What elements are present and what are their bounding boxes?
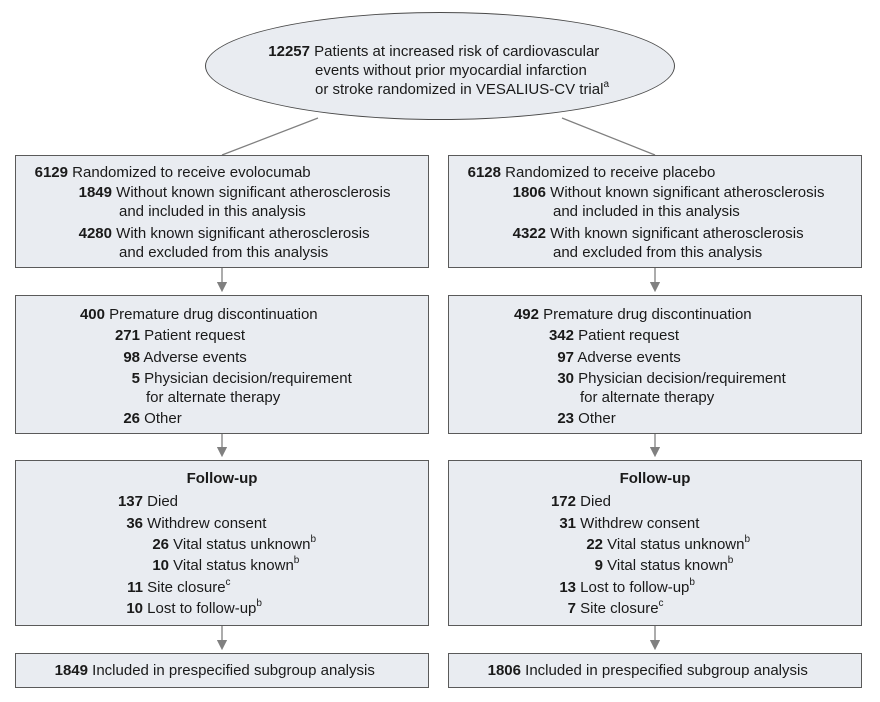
- right-withdrew-count: 31: [559, 515, 576, 532]
- right-lost-footnote: b: [689, 577, 695, 588]
- right-randomization-box: [448, 155, 862, 268]
- left-vital-known-footnote: b: [293, 555, 300, 566]
- right-disc-r4-label: Other: [578, 410, 616, 427]
- right-included-line-2: and included in this analysis: [553, 203, 740, 220]
- right-random-label: Randomized to receive placebo: [505, 164, 716, 181]
- right-lost-label: Lost to follow-up: [580, 579, 690, 596]
- left-died-count: 137: [117, 493, 143, 510]
- right-followup-title: Follow-up: [619, 470, 691, 487]
- right-disc-r3-line-2: for alternate therapy: [580, 389, 715, 406]
- right-died-count: 172: [550, 493, 576, 510]
- left-vital-unknown-footnote: b: [310, 534, 317, 545]
- right-withdrew-label: Withdrew consent: [580, 515, 700, 532]
- left-disc-r3-count: 5: [131, 370, 140, 387]
- right-site-closure-label: Site closure: [580, 600, 659, 617]
- left-lost-label: Lost to follow-up: [147, 600, 257, 617]
- right-site-closure-count: 7: [567, 600, 576, 617]
- enrollment-line-3: or stroke randomized in VESALIUS-CV tria…: [315, 81, 604, 98]
- enrollment-count: 12257: [268, 43, 310, 60]
- right-disc-count: 492: [513, 306, 539, 323]
- left-random-label: Randomized to receive evolocumab: [72, 164, 311, 181]
- enrollment-text: 12257 Patients at increased risk of card…: [258, 42, 658, 99]
- right-vital-unknown-label: Vital status unknown: [607, 536, 745, 553]
- left-site-closure-footnote: c: [225, 577, 231, 588]
- left-final-box: [15, 653, 429, 688]
- right-followup-box: [448, 460, 862, 626]
- left-site-closure-count: 11: [127, 579, 143, 596]
- left-discontinuation-box: [15, 295, 429, 434]
- right-vital-known-footnote: b: [727, 555, 734, 566]
- left-included-line-2: and included in this analysis: [119, 203, 306, 220]
- left-excluded-line-1: With known significant atherosclerosis: [116, 225, 370, 242]
- enrollment-line-1: Patients at increased risk of cardiovasc…: [314, 43, 600, 60]
- left-disc-r2-label: Adverse events: [143, 349, 247, 366]
- right-disc-r1-label: Patient request: [578, 327, 680, 344]
- left-vital-known-label: Vital status known: [173, 557, 294, 574]
- left-disc-r4-label: Other: [144, 410, 182, 427]
- right-discontinuation-box: [448, 295, 862, 434]
- right-vital-unknown-count: 22: [586, 536, 603, 553]
- left-disc-r2-count: 98: [123, 349, 140, 366]
- right-disc-r3-line-1: Physician decision/requirement: [578, 370, 786, 387]
- right-disc-r3-count: 30: [557, 370, 574, 387]
- right-vital-known-label: Vital status known: [607, 557, 728, 574]
- right-included-line-1: Without known significant atherosclerosi…: [550, 184, 825, 201]
- left-site-closure-label: Site closure: [147, 579, 226, 596]
- right-vital-unknown-footnote: b: [744, 534, 751, 545]
- left-lost-footnote: b: [256, 598, 262, 609]
- right-final-box: [448, 653, 862, 688]
- left-included-line-1: Without known significant atherosclerosi…: [116, 184, 391, 201]
- left-disc-r4-count: 26: [123, 410, 140, 427]
- left-final-count: 1849: [54, 662, 88, 679]
- left-disc-count: 400: [79, 306, 105, 323]
- right-included-count: 1806: [512, 184, 546, 201]
- connector-top-right: [561, 117, 656, 156]
- left-withdrew-label: Withdrew consent: [147, 515, 267, 532]
- right-random-count: 6128: [467, 164, 501, 181]
- left-lost-count: 10: [126, 600, 143, 617]
- right-disc-r4-count: 23: [557, 410, 574, 427]
- enrollment-oval: [205, 12, 675, 120]
- right-final-label: Included in prespecified subgroup analys…: [525, 662, 808, 679]
- right-vital-known-count: 9: [594, 557, 603, 574]
- right-disc-r1-count: 342: [548, 327, 574, 344]
- left-died-label: Died: [147, 493, 179, 510]
- right-disc-r2-count: 97: [557, 349, 574, 366]
- enrollment-line-2: events without prior myocardial infarcti…: [315, 62, 587, 79]
- left-disc-r3-line-1: Physician decision/requirement: [144, 370, 352, 387]
- left-disc-r1-count: 271: [114, 327, 140, 344]
- right-disc-label: Premature drug discontinuation: [543, 306, 752, 323]
- left-vital-unknown-count: 26: [152, 536, 169, 553]
- right-died-label: Died: [580, 493, 612, 510]
- footnote-a: a: [603, 79, 610, 90]
- left-disc-r1-label: Patient request: [144, 327, 246, 344]
- left-random-count: 6129: [34, 164, 68, 181]
- left-vital-known-count: 10: [152, 557, 169, 574]
- connector-top-left: [221, 117, 319, 156]
- right-final-count: 1806: [487, 662, 521, 679]
- right-site-closure-footnote: c: [658, 598, 664, 609]
- right-excluded-line-2: and excluded from this analysis: [553, 244, 763, 261]
- right-excluded-count: 4322: [512, 225, 546, 242]
- left-final-label: Included in prespecified subgroup analys…: [92, 662, 375, 679]
- left-vital-unknown-label: Vital status unknown: [173, 536, 311, 553]
- right-disc-r2-label: Adverse events: [577, 349, 681, 366]
- left-followup-title: Follow-up: [186, 470, 258, 487]
- left-withdrew-count: 36: [126, 515, 143, 532]
- left-included-count: 1849: [78, 184, 112, 201]
- left-disc-label: Premature drug discontinuation: [109, 306, 318, 323]
- left-excluded-count: 4280: [78, 225, 112, 242]
- left-followup-box: [15, 460, 429, 626]
- left-disc-r3-line-2: for alternate therapy: [146, 389, 281, 406]
- right-lost-count: 13: [559, 579, 576, 596]
- right-excluded-line-1: With known significant atherosclerosis: [550, 225, 804, 242]
- left-randomization-box: [15, 155, 429, 268]
- left-excluded-line-2: and excluded from this analysis: [119, 244, 329, 261]
